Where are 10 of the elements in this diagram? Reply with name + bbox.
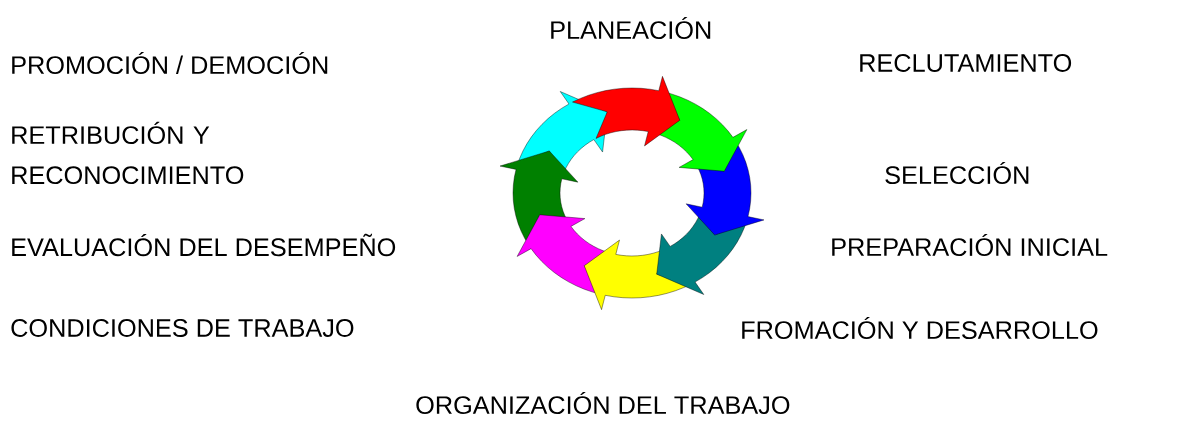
label-text: PROMOCIÓN / DEMOCIÓN	[12, 51, 328, 75]
label-text: RETRIBUCIÓN Y RECONOCIMIENTO	[12, 121, 244, 185]
label-text: RECLUTAMIENTO	[860, 54, 1072, 72]
label-text: SELECCIÓN	[885, 161, 1029, 185]
label-text: PLANEACIÓN	[551, 16, 711, 40]
label-text: EVALUACIÓN DEL DESEMPEÑO	[12, 233, 396, 257]
label-text: CONDICIONES DE TRABAJO	[11, 319, 354, 337]
label-text: ORGANIZACIÓN DEL TRABAJO	[416, 391, 790, 415]
label-text: FROMACIÓN Y DESARROLLO	[742, 316, 1098, 340]
label-text: PREPARACIÓN INICIAL	[832, 233, 1108, 257]
